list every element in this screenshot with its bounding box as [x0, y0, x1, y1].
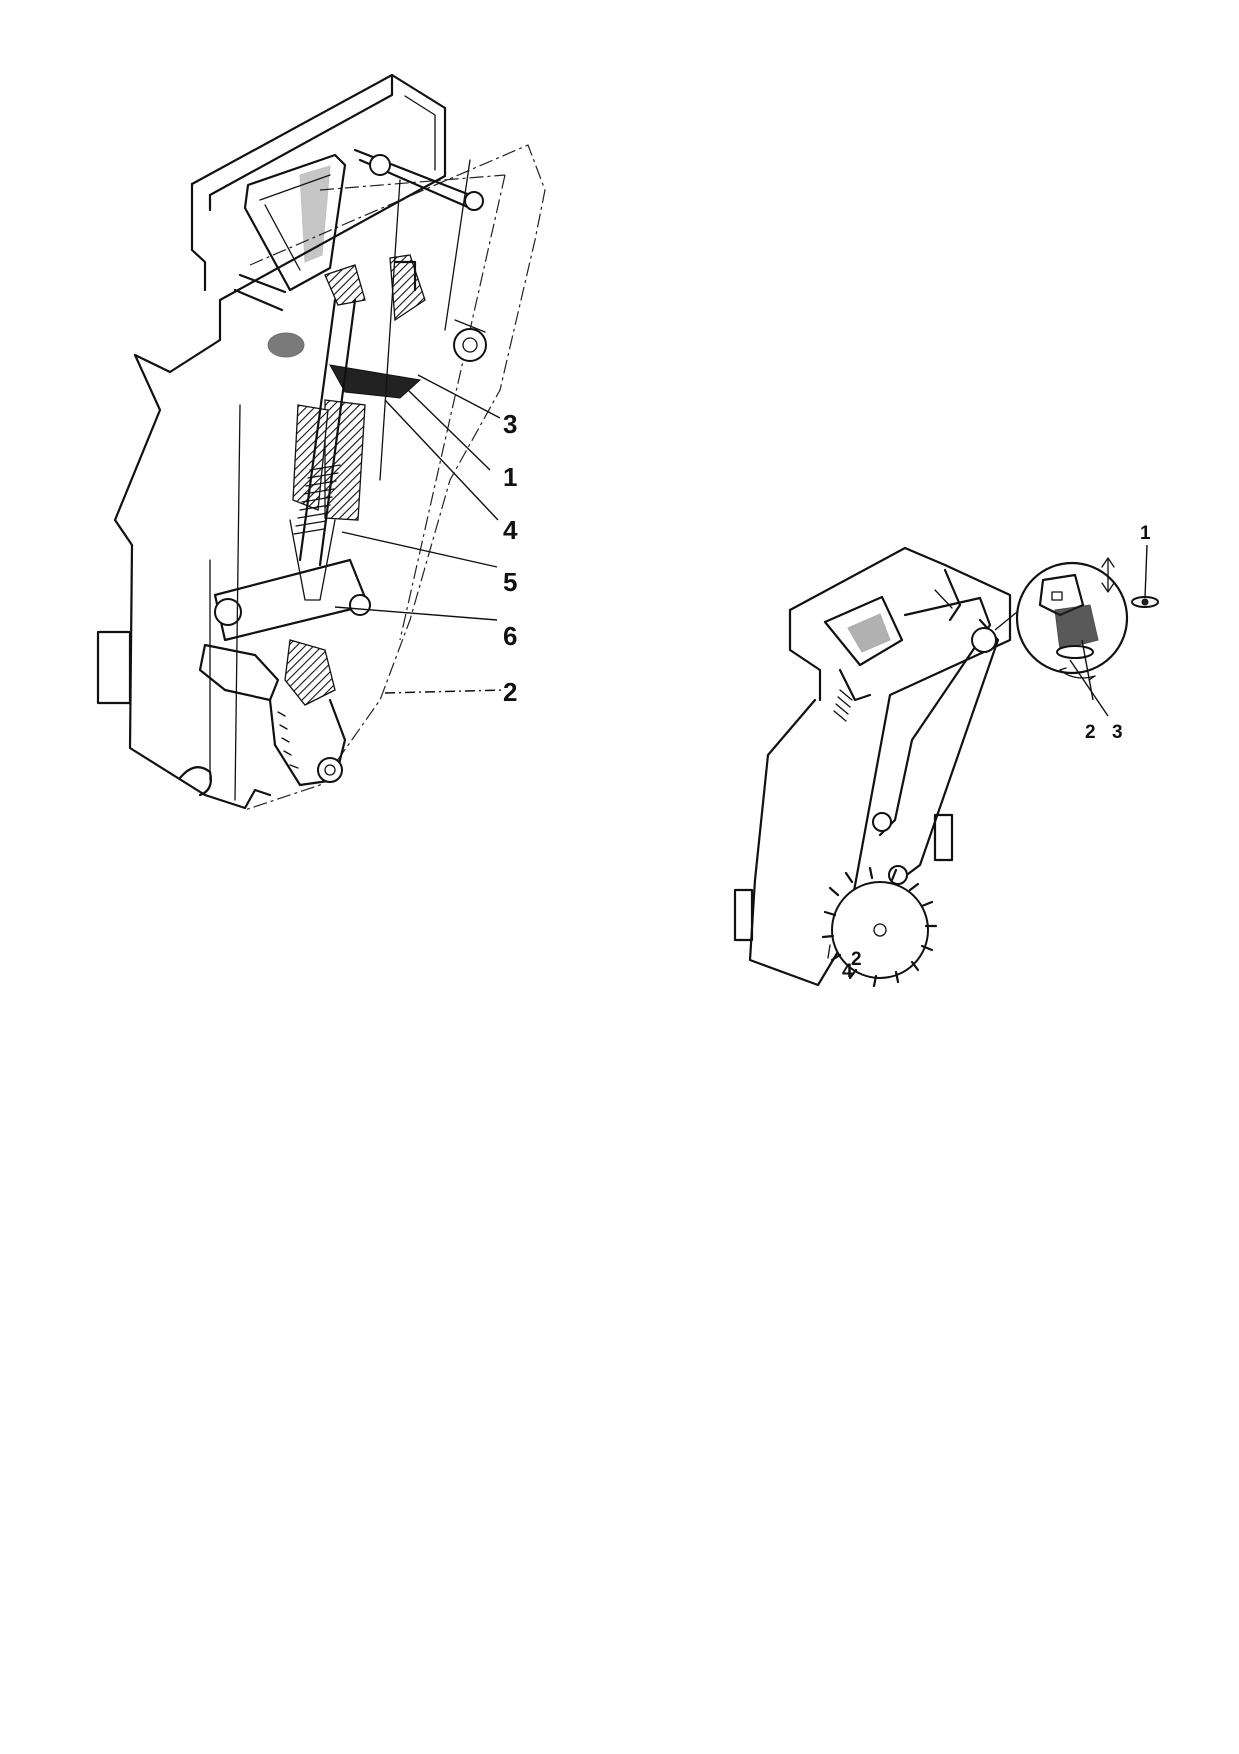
callout-5: 5: [503, 567, 517, 597]
detail-callout-3: 3: [1112, 722, 1123, 743]
dial-mark-2: 2: [851, 949, 862, 970]
left-leader-lines: [334, 374, 506, 694]
callout-2: 2: [503, 677, 517, 707]
right-callout-labels: 1 2 3: [1085, 523, 1151, 743]
callout-3: 3: [503, 409, 517, 439]
callout-6: 6: [503, 621, 517, 651]
adjustment-wheel: [821, 866, 938, 988]
right-mechanism-drawing: 2 4: [733, 546, 1012, 988]
detail-inset: [994, 544, 1159, 717]
left-callout-labels: 3 1 4 5 6 2: [503, 409, 518, 707]
detail-callout-1: 1: [1140, 523, 1151, 544]
callout-1: 1: [503, 462, 517, 492]
detail-callout-2: 2: [1085, 722, 1096, 743]
spring-coil: [293, 464, 341, 535]
left-mechanism-drawing: [96, 73, 546, 811]
callout-4: 4: [503, 515, 518, 545]
dial-mark-4: 4: [842, 961, 853, 982]
